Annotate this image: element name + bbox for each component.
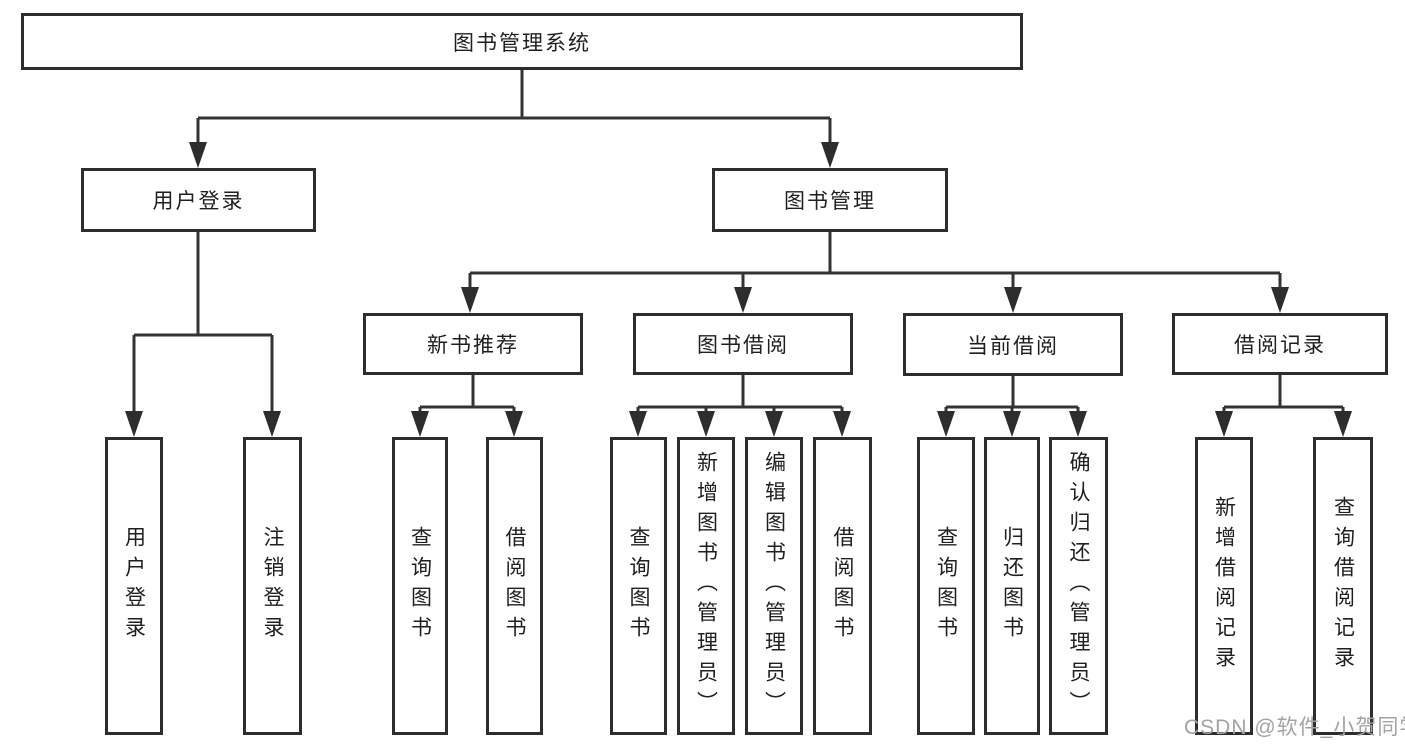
connector-root-to-level2 — [189, 69, 839, 168]
leaf-logout: 注销登录 — [243, 437, 302, 735]
leaf-query-books-borrowing: 查询图书 — [610, 437, 667, 735]
leaf-add-books-admin: 新增图书（管理员） — [677, 437, 735, 735]
leaf-query-borrow-record: 查询借阅记录 — [1313, 437, 1373, 735]
node-user-login: 用户登录 — [81, 168, 316, 232]
leaf-add-borrow-record: 新增借阅记录 — [1195, 437, 1253, 735]
leaf-borrow-books: 借阅图书 — [813, 437, 872, 735]
leaf-borrow-books-recommend: 借阅图书 — [486, 437, 543, 735]
connector-newbook-to-leaves — [411, 374, 523, 437]
leaf-user-login: 用户登录 — [105, 437, 163, 735]
node-book-management: 图书管理 — [712, 168, 948, 232]
node-book-borrowing: 图书借阅 — [633, 313, 853, 375]
node-root-system: 图书管理系统 — [21, 13, 1023, 70]
csdn-watermark: CSDN @软件_小贺同学 — [1184, 716, 1405, 739]
leaf-confirm-return-admin: 确认归还（管理员） — [1049, 437, 1108, 735]
node-new-book-recommend: 新书推荐 — [363, 313, 583, 375]
node-current-borrowing: 当前借阅 — [903, 313, 1123, 376]
node-borrowing-records: 借阅记录 — [1172, 313, 1388, 375]
connector-currentborrow-to-leaves — [937, 376, 1087, 437]
connector-borrowrecord-to-leaves — [1215, 375, 1352, 437]
leaf-query-books-current: 查询图书 — [917, 437, 975, 735]
leaf-return-books: 归还图书 — [984, 437, 1040, 735]
leaf-edit-books-admin: 编辑图书（管理员） — [745, 437, 803, 735]
connector-userlogin-to-leaves — [125, 232, 281, 437]
connector-bookmgmt-to-level3 — [461, 232, 1289, 313]
leaf-query-books-recommend: 查询图书 — [392, 437, 448, 735]
connector-bookborrow-to-leaves — [629, 374, 851, 437]
